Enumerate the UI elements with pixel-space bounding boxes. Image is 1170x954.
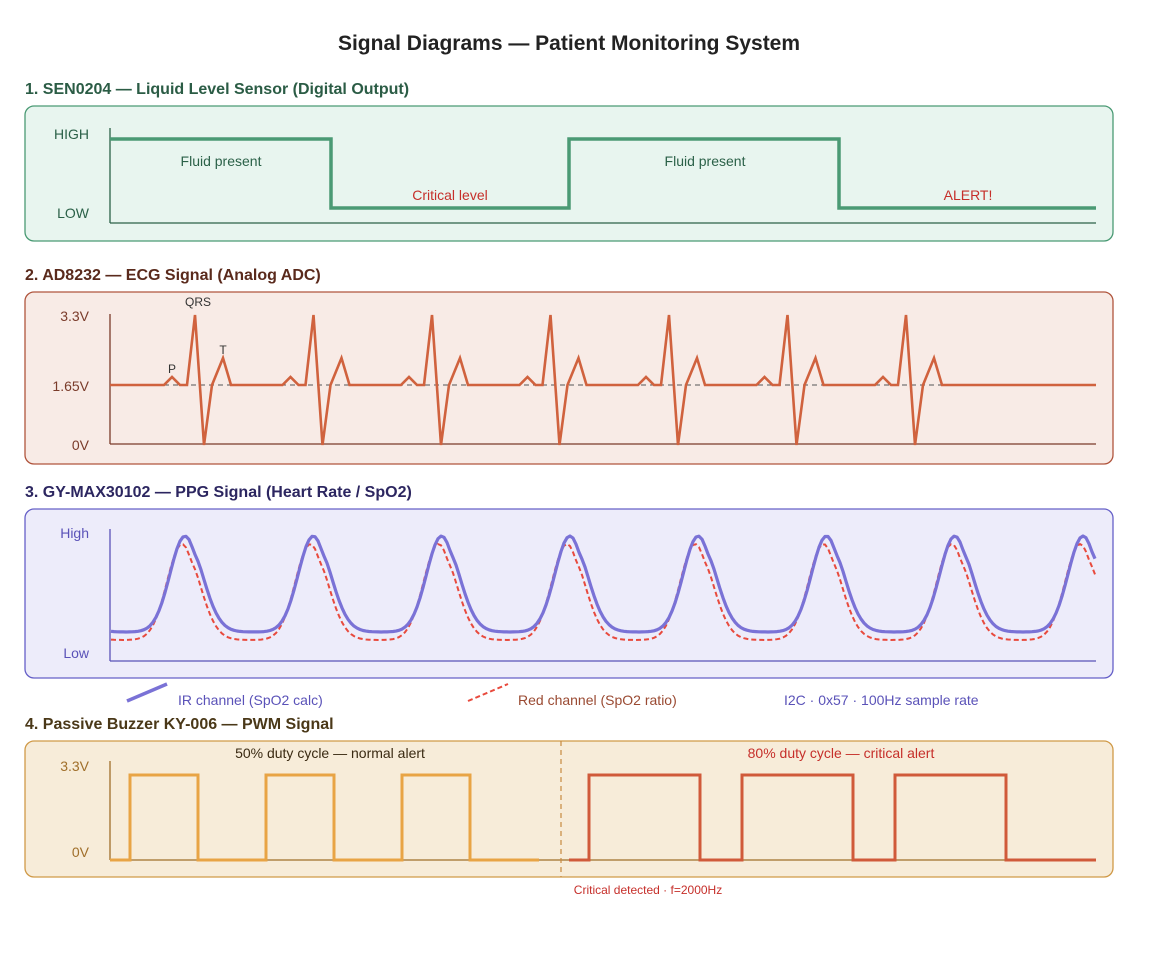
section-pwm: 4. Passive Buzzer KY-006 — PWM Signal 3.… — [24, 716, 1114, 897]
section-ppg: 3. GY-MAX30102 — PPG Signal (Heart Rate … — [24, 484, 1114, 708]
section-4-heading: 4. Passive Buzzer KY-006 — PWM Signal — [25, 716, 334, 733]
legend-red-swatch — [467, 683, 509, 702]
s4-pwm-normal-signal — [110, 773, 539, 862]
section-liquid-level: 1. SEN0204 — Liquid Level Sensor (Digita… — [24, 81, 1114, 242]
s2-ecg-signal — [110, 314, 1096, 446]
section-3-heading: 3. GY-MAX30102 — PPG Signal (Heart Rate … — [25, 484, 412, 501]
s1-digital-signal — [110, 137, 1096, 210]
s1-y-high-label: HIGH — [54, 126, 89, 142]
legend-ir-swatch — [126, 682, 168, 703]
s3-red-channel-signal — [110, 542, 1096, 642]
s4-pwm-critical-signal — [569, 773, 1096, 862]
s2-label-t: T — [219, 343, 227, 357]
s2-label-p: P — [168, 362, 176, 376]
section-2-heading: 2. AD8232 — ECG Signal (Analog ADC) — [25, 267, 321, 284]
s4-normal-label: 50% duty cycle — normal alert — [235, 745, 425, 761]
s3-ir-channel-signal — [110, 534, 1097, 634]
s4-y-low-label: 0V — [72, 844, 90, 860]
legend-red-label: Red channel (SpO2 ratio) — [518, 692, 677, 708]
section-4-panel — [24, 740, 1114, 878]
s1-label-alert: ALERT! — [944, 187, 993, 203]
s1-label-fluid-present-2: Fluid present — [665, 153, 746, 169]
s3-y-high-label: High — [60, 525, 89, 541]
s1-label-fluid-present-1: Fluid present — [181, 153, 262, 169]
s4-footnote: Critical detected · f=2000Hz — [574, 883, 722, 897]
s3-y-low-label: Low — [63, 645, 90, 661]
page-title: Signal Diagrams — Patient Monitoring Sys… — [338, 32, 800, 55]
legend-ir-label: IR channel (SpO2 calc) — [178, 692, 323, 708]
s1-y-low-label: LOW — [57, 205, 90, 221]
legend-info-label: I2C · 0x57 · 100Hz sample rate — [784, 692, 979, 708]
s4-critical-label: 80% duty cycle — critical alert — [748, 745, 935, 761]
s4-y-high-label: 3.3V — [60, 758, 89, 774]
section-ecg: 2. AD8232 — ECG Signal (Analog ADC) 3.3V… — [24, 267, 1114, 465]
s2-y-label-bottom: 0V — [72, 437, 90, 453]
section-3-panel — [24, 508, 1114, 679]
section-1-heading: 1. SEN0204 — Liquid Level Sensor (Digita… — [25, 81, 409, 98]
s2-y-label-mid: 1.65V — [52, 378, 89, 394]
s1-label-critical-level: Critical level — [412, 187, 487, 203]
s2-label-qrs: QRS — [185, 295, 211, 309]
s2-y-label-top: 3.3V — [60, 308, 89, 324]
